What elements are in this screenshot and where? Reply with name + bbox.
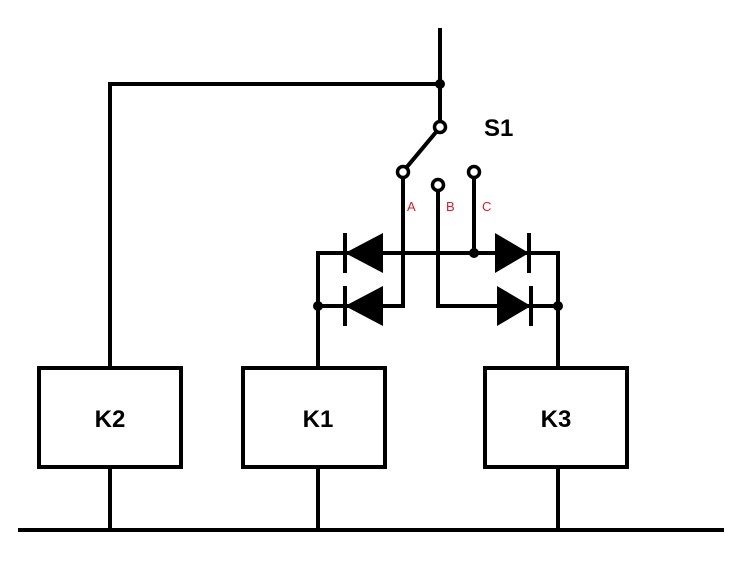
diode-lower-right (497, 286, 533, 326)
terminal-label-b: B (446, 199, 455, 214)
diode-lower-left (343, 286, 383, 326)
wire-b (436, 189, 499, 308)
terminal-label-c: C (482, 199, 491, 214)
switch-lever (403, 128, 440, 171)
k3-bus-junction (553, 301, 563, 311)
switch-s1[interactable] (403, 119, 448, 171)
k2-feed-wire (108, 82, 442, 370)
relay-box-k3[interactable] (483, 366, 629, 469)
diode-upper-left (343, 233, 383, 273)
wire-a-lower (381, 250, 405, 308)
terminal-label-a: A (407, 199, 416, 214)
terminal-b[interactable] (430, 177, 446, 193)
terminal-c[interactable] (466, 164, 482, 180)
relay-box-k1[interactable] (241, 366, 387, 469)
relay-label-k3: K3 (541, 406, 572, 433)
relay-label-k2: K2 (95, 406, 126, 433)
switch-common-terminal (432, 119, 448, 135)
supply-junction (435, 79, 445, 89)
relay-label-k1: K1 (303, 406, 334, 433)
terminal-a[interactable] (395, 164, 411, 180)
switch-label: S1 (484, 115, 513, 142)
upper-c-junction (469, 248, 479, 258)
diode-upper-right (495, 233, 531, 273)
k1-bus-junction (313, 301, 323, 311)
